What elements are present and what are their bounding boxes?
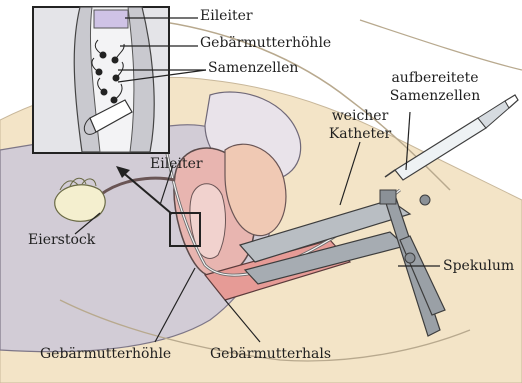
label-soft-catheter-line1: weicher bbox=[325, 108, 395, 124]
label-oviduct: Eileiter bbox=[150, 156, 203, 172]
label-inset-uterine-cavity: Gebärmutterhöhle bbox=[200, 35, 331, 51]
label-prepared-sperm-line2: Samenzellen bbox=[380, 88, 490, 104]
label-inset-sperm: Samenzellen bbox=[208, 60, 298, 76]
label-inset-oviduct: Eileiter bbox=[200, 8, 253, 24]
inset-magnification bbox=[33, 7, 169, 153]
label-ovary: Eierstock bbox=[28, 232, 95, 248]
label-prepared-sperm-line1: aufbereitete bbox=[380, 70, 490, 86]
upper-contour bbox=[360, 20, 522, 70]
ovary-shape bbox=[55, 185, 106, 222]
label-cervix: Gebärmutterhals bbox=[210, 346, 331, 362]
label-speculum: Spekulum bbox=[443, 258, 514, 274]
label-uterine-cavity: Gebärmutterhöhle bbox=[40, 346, 171, 362]
label-soft-catheter-line2: Katheter bbox=[325, 126, 395, 142]
